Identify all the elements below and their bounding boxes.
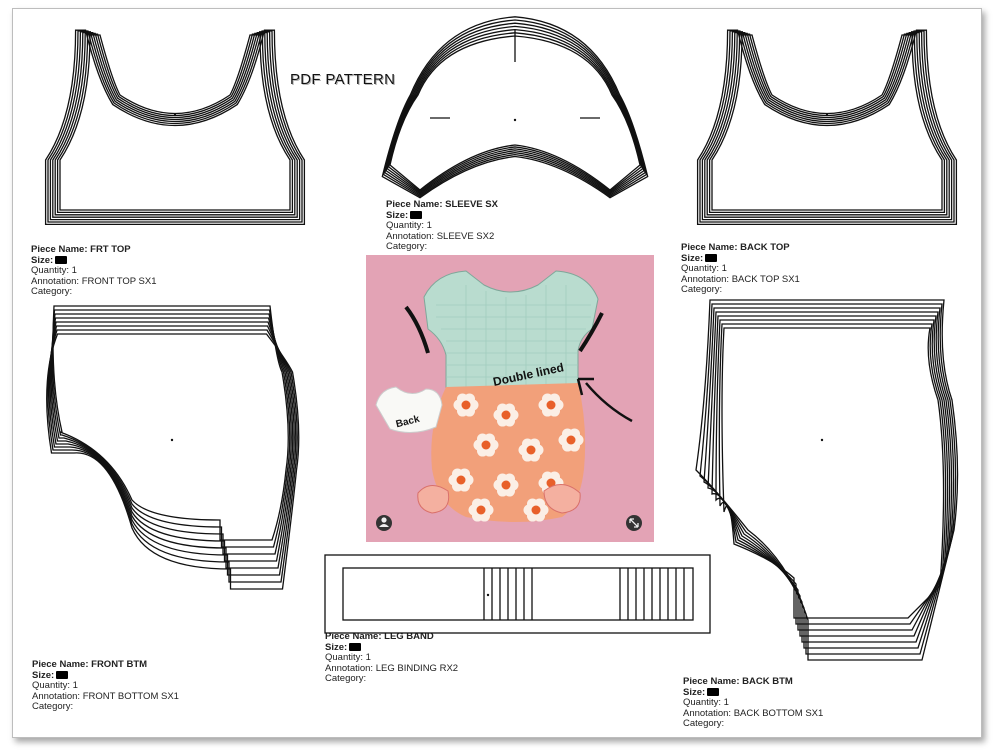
front-bottom-outline — [52, 305, 289, 541]
back-top-outline — [696, 29, 958, 226]
back-bottom-outline — [711, 315, 951, 637]
front-bottom-outline — [49, 321, 295, 569]
front-top-outline — [47, 30, 303, 223]
back-top-center-mark — [825, 113, 829, 117]
piece-name: Piece Name: LEG BAND — [325, 631, 434, 642]
piece-quantity: Quantity: 1 — [681, 263, 727, 274]
front-top-outline — [44, 29, 306, 226]
piece-quantity: Quantity: 1 — [683, 697, 729, 708]
piece-size: Size: — [683, 687, 823, 699]
back-bottom-outline — [695, 299, 959, 661]
flower-center — [526, 445, 536, 455]
back-top-outline — [706, 32, 948, 216]
garment-illustration: Back Double lined — [366, 255, 654, 542]
piece-name: Piece Name: FRT TOP — [31, 244, 131, 255]
sleeve-outline — [386, 28, 644, 194]
front-top-outline — [49, 31, 301, 221]
piece-quantity: Quantity: 1 — [32, 680, 78, 691]
garment-photo: Back Double lined — [366, 255, 654, 542]
sleeve-outline — [381, 16, 649, 199]
front-bottom-outline — [48, 325, 297, 576]
piece-category: Category: — [683, 718, 725, 729]
back-bottom-label: Piece Name: BACK BTM Size: Quantity: 1 A… — [683, 676, 824, 730]
flower-center — [501, 410, 511, 420]
leg-band-outer — [324, 554, 711, 634]
flower-center — [546, 400, 556, 410]
back-bottom-outline — [707, 311, 953, 643]
back-bottom-outline — [703, 307, 955, 649]
back-bottom-outline — [699, 303, 957, 655]
leg-band-label: Piece Name: LEG BAND Size: Quantity: 1 A… — [325, 631, 459, 685]
piece-size: Size: — [325, 642, 458, 654]
piece-annotation: Annotation: LEG BINDING RX2 — [325, 662, 459, 674]
piece-name: Piece Name: SLEEVE SX — [386, 199, 498, 210]
sleeve-outline — [382, 19, 648, 198]
back-bottom-outline — [721, 327, 945, 619]
piece-annotation: Annotation: FRONT TOP SX1 — [31, 275, 157, 287]
flower-center — [456, 475, 466, 485]
front-bottom-outline — [51, 309, 291, 548]
piece-size: Size: — [386, 210, 498, 222]
back-top-outline — [704, 31, 950, 218]
piece-quantity: Quantity: 1 — [386, 220, 432, 231]
back-top-label: Piece Name: BACK TOP Size: Quantity: 1 A… — [681, 242, 800, 296]
piece-annotation: Annotation: BACK BOTTOM SX1 — [683, 707, 824, 719]
front-bottom-center-mark — [170, 438, 174, 442]
piece-size: Size: — [681, 253, 800, 265]
piece-category: Category: — [32, 701, 74, 712]
expand-icon[interactable] — [626, 515, 642, 531]
back-top-outline — [711, 34, 943, 211]
sleeve-outline — [387, 32, 643, 193]
piece-size: Size: — [31, 255, 157, 267]
front-top-outline — [54, 32, 296, 216]
piece-category: Category: — [386, 241, 428, 252]
piece-quantity: Quantity: 1 — [325, 652, 371, 663]
user-icon[interactable] — [376, 515, 392, 531]
sleeve-outline — [389, 35, 641, 191]
front-top-outline — [52, 31, 298, 218]
piece-annotation: Annotation: FRONT BOTTOM SX1 — [32, 690, 179, 702]
sleeve-label: Piece Name: SLEEVE SX Size: Quantity: 1 … — [386, 199, 498, 253]
front-bottom-outline — [50, 317, 294, 562]
front-top-center-mark — [173, 113, 177, 117]
flower-center — [501, 480, 511, 490]
front-bottom-outline — [46, 333, 300, 590]
piece-category: Category: — [681, 284, 723, 295]
front-top-label: Piece Name: FRT TOP Size: Quantity: 1 An… — [31, 244, 157, 298]
back-top-outline — [708, 33, 946, 214]
flower-center — [476, 505, 486, 515]
piece-name: Piece Name: BACK BTM — [683, 676, 793, 687]
flower-center — [531, 505, 541, 515]
sleeve-outline — [384, 22, 646, 196]
back-top-outline — [701, 31, 953, 221]
flower-center — [481, 440, 491, 450]
piece-annotation: Annotation: SLEEVE SX2 — [386, 230, 495, 242]
flower-center — [566, 435, 576, 445]
front-bottom-outline — [51, 313, 292, 555]
piece-size: Size: — [32, 670, 179, 682]
piece-name: Piece Name: FRONT BTM — [32, 659, 148, 670]
front-bottom-outline — [47, 329, 298, 583]
leg-band-center-mark — [486, 593, 490, 597]
page-title: PDF PATTERN — [290, 71, 396, 88]
piece-category: Category: — [31, 286, 73, 297]
front-top-outline — [59, 34, 291, 211]
flower-center — [461, 400, 471, 410]
back-top-outline — [699, 30, 955, 223]
front-top-outline — [56, 33, 294, 214]
sleeve-outline — [385, 25, 645, 195]
back-bottom-outline — [718, 323, 947, 625]
piece-category: Category: — [325, 673, 367, 684]
leg-band-inner — [342, 567, 694, 621]
front-bottom-label: Piece Name: FRONT BTM Size: Quantity: 1 … — [32, 659, 179, 713]
piece-quantity: Quantity: 1 — [31, 265, 77, 276]
piece-name: Piece Name: BACK TOP — [681, 242, 790, 253]
back-bottom-center-mark — [820, 438, 824, 442]
piece-annotation: Annotation: BACK TOP SX1 — [681, 273, 800, 285]
sleeve-center-mark — [513, 118, 517, 122]
back-bottom-outline — [715, 319, 949, 631]
